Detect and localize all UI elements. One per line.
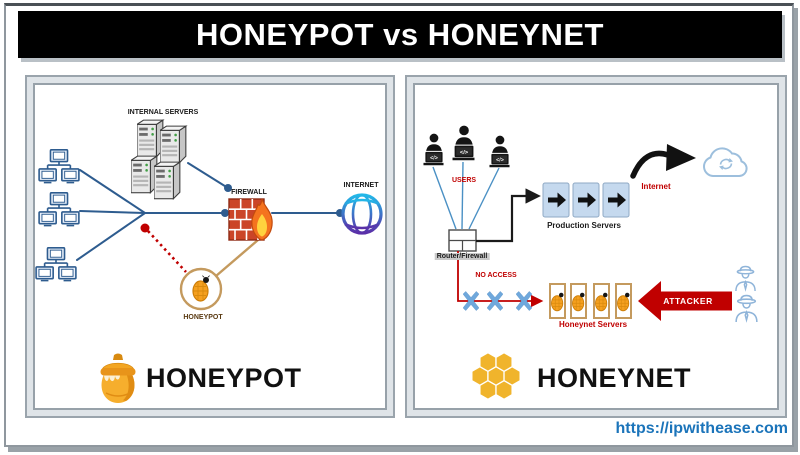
- lan-cluster-icon: [35, 247, 77, 282]
- user-icon: [489, 135, 510, 168]
- attacker-arrow: [638, 281, 732, 321]
- user-router-lines: [432, 161, 500, 230]
- title-banner: HONEYPOT vs HONEYNET: [18, 11, 782, 58]
- users-label: USERS: [451, 177, 477, 184]
- internet-curved-arrow: [630, 144, 696, 179]
- honeynet-panel: </>: [405, 75, 787, 418]
- honeypot-node-icon: [179, 267, 223, 311]
- spy-icon: [735, 294, 758, 323]
- page-title: HONEYPOT vs HONEYNET: [196, 17, 604, 52]
- connector-dots: [221, 184, 344, 217]
- intrusion-dotted-line: [140, 223, 187, 273]
- honeycomb-icon: [471, 351, 521, 401]
- honeynet-servers-icon: [550, 284, 631, 318]
- internet-label: Internet: [641, 182, 671, 191]
- firewall-icon: [228, 198, 273, 241]
- honeypot-node-label: HONEYPOT: [183, 314, 223, 321]
- router-firewall-label: Router/Firewall: [434, 253, 490, 260]
- user-icon: [452, 125, 475, 161]
- internal-servers-label: INTERNAL SERVERS: [127, 109, 199, 116]
- cloud-sync-icon: [703, 147, 748, 178]
- lan-to-firewall-lines: [76, 162, 341, 261]
- router-firewall-icon: [448, 229, 477, 252]
- firewall-label: FIREWALL: [231, 189, 267, 196]
- honeynet-caption: HONEYNET: [537, 363, 692, 393]
- globe-icon: [341, 193, 383, 235]
- server-stack-icon: [131, 119, 187, 200]
- honeypot-caption: HONEYPOT: [146, 363, 302, 393]
- production-servers-icon: [542, 182, 630, 218]
- no-access-label: NO ACCESS: [475, 272, 517, 279]
- honeypot-panel: INTERNAL SERVERS FIREWALL INTERNET HONEY…: [25, 75, 395, 418]
- firewall-honeypot-line: [215, 239, 259, 277]
- spy-icon: [735, 265, 756, 292]
- router-production-line: [476, 188, 541, 243]
- honeynet-diagram: </>: [423, 125, 758, 401]
- honeypot-diagram: [35, 119, 383, 404]
- user-icon: [423, 133, 444, 166]
- honey-jar-icon: [100, 353, 136, 404]
- internet-label: INTERNET: [343, 182, 379, 189]
- flame-icon: [251, 198, 273, 241]
- lan-cluster-icon: [38, 192, 80, 227]
- no-access-line: [457, 251, 544, 308]
- lan-cluster-icon: [38, 149, 80, 184]
- attacker-label: ATTACKER: [663, 296, 713, 306]
- site-url-link[interactable]: https://ipwithease.com: [615, 420, 788, 437]
- production-servers-label: Production Servers: [547, 221, 621, 230]
- honeynet-servers-label: Honeynet Servers: [558, 320, 628, 329]
